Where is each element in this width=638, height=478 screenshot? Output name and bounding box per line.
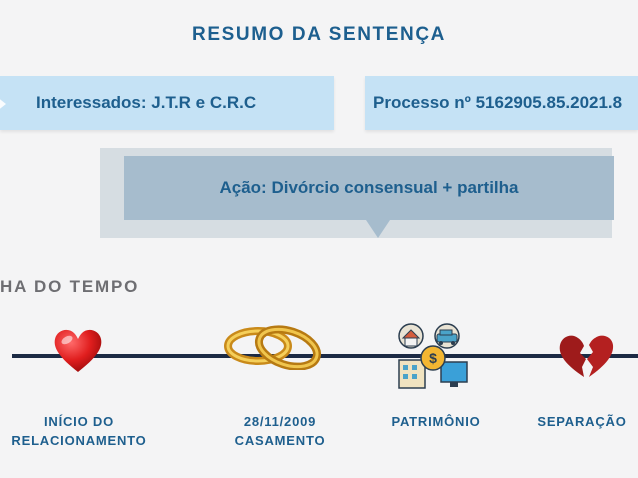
event-inicio-line2: RELACIONAMENTO: [11, 433, 147, 448]
page-title: RESUMO DA SENTENÇA: [192, 24, 446, 45]
arrow-marker-icon: [0, 96, 6, 112]
assets-icon: $: [398, 323, 468, 389]
acao-box: Ação: Divórcio consensual + partilha: [124, 156, 614, 220]
interessados-box: Interessados: J.T.R e C.R.C: [0, 76, 334, 130]
event-inicio-label: INÍCIO DO RELACIONAMENTO: [0, 412, 158, 450]
event-separacao-line1: SEPARAÇÃO: [537, 414, 627, 429]
acao-text: Ação: Divórcio consensual + partilha: [219, 178, 519, 197]
event-separacao-label: SEPARAÇÃO: [530, 412, 634, 431]
interessados-text: Interessados: J.T.R e C.R.C: [36, 93, 257, 112]
wedding-rings-icon: [224, 325, 322, 370]
timeline-title: HA DO TEMPO: [0, 277, 140, 296]
event-patrimonio-line1: PATRIMÔNIO: [391, 414, 481, 429]
processo-text: Processo nº 5162905.85.2021.8: [373, 93, 623, 112]
broken-heart-icon: [559, 335, 614, 377]
timeline-line: [12, 354, 638, 358]
event-patrimonio-label: PATRIMÔNIO: [368, 412, 504, 431]
event-casamento-date: 28/11/2009: [243, 414, 317, 429]
event-casamento-label: 28/11/2009 CASAMENTO: [210, 412, 350, 450]
svg-text:$: $: [429, 350, 437, 366]
heart-icon: [54, 329, 102, 372]
event-casamento-line2: CASAMENTO: [234, 433, 326, 448]
event-inicio-line1: INÍCIO DO: [43, 414, 115, 429]
acao-pointer: [366, 220, 390, 238]
processo-box: Processo nº 5162905.85.2021.8: [365, 76, 638, 130]
